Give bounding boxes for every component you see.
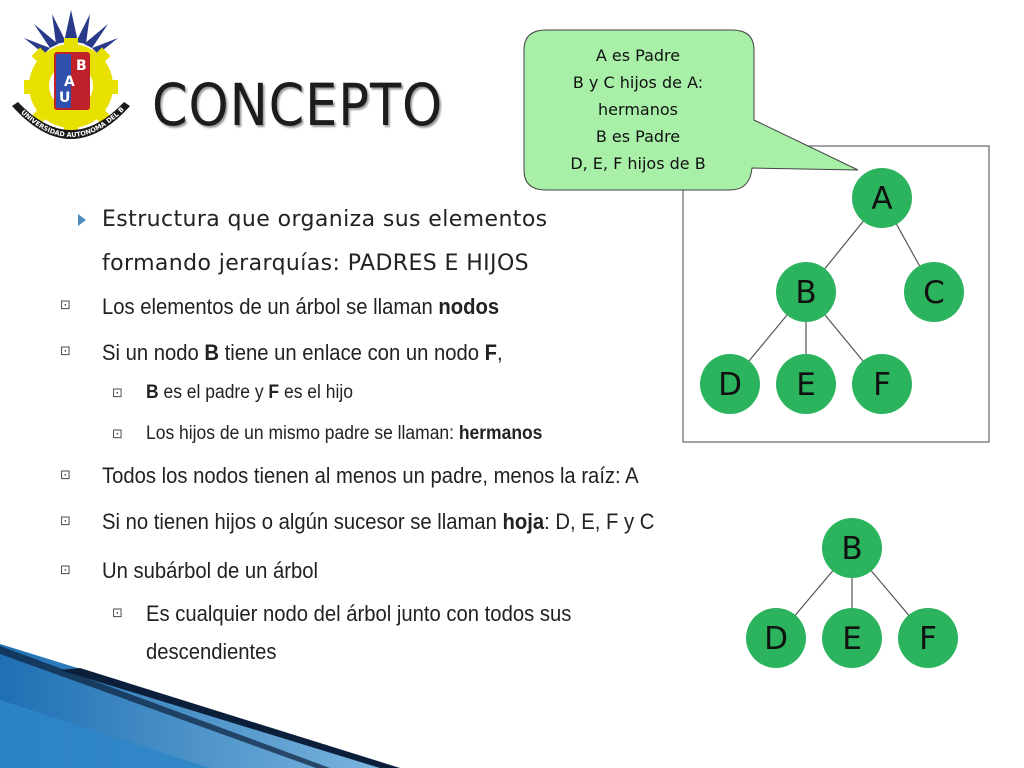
bullet-text-b4: B es el padre y F es el hijo [146, 382, 353, 403]
subtree-nodes: B D E F [746, 518, 958, 668]
tree-node-label: C [923, 275, 945, 311]
tree-node-d: D [700, 354, 760, 414]
subtree-node-circle [822, 608, 882, 668]
tree-node-circle [776, 262, 836, 322]
subtree-node-d: D [746, 608, 806, 668]
tree-node-circle [904, 262, 964, 322]
box-bullet-icon: ⊡ [112, 386, 123, 401]
box-bullet-icon: ⊡ [60, 514, 71, 529]
triangle-right-icon [78, 214, 86, 226]
subtree-node-circle [746, 608, 806, 668]
callout-line: hermanos [598, 100, 678, 119]
callout-line: B es Padre [595, 127, 681, 146]
university-logo: B A U UNIVERSIDAD AUTONOMA DEL BENI "JOS… [4, 2, 130, 139]
logo-ring-band [12, 102, 130, 139]
tree-node-label: A [871, 181, 892, 217]
tree-node-circle [776, 354, 836, 414]
subtree-node-label: F [919, 621, 937, 657]
callout-line: A es Padre [595, 46, 681, 65]
tree-nodes: A B C D E F [700, 168, 964, 414]
bullet-text-b9: Es cualquier nodo del árbol junto con to… [146, 601, 572, 626]
slide-title: CONCEPTO [152, 71, 444, 139]
logo-letter-a: A [64, 74, 75, 90]
tree-node-circle [852, 354, 912, 414]
tree-node-circle [700, 354, 760, 414]
bullet-text-b1-line2: formando jerarquías: PADRES E HIJOS [102, 251, 530, 276]
subtree-node-f: F [898, 608, 958, 668]
callout-line: D, E, F hijos de B [570, 154, 706, 173]
tree-node-circle [852, 168, 912, 228]
box-bullet-icon: ⊡ [112, 606, 123, 621]
tree-node-a: A [852, 168, 912, 228]
tree-node-e: E [776, 354, 836, 414]
callout-text: A es Padre B y C hijos de A: hermanos B … [520, 42, 756, 177]
tree-node-label: D [718, 367, 742, 403]
tree-node-c: C [904, 262, 964, 322]
box-bullet-icon: ⊡ [112, 427, 123, 442]
bullet-text-b3: Si un nodo B tiene un enlace con un nodo… [102, 340, 503, 365]
bullet-text-b6: Todos los nodos tienen al menos un padre… [102, 463, 639, 488]
logo-letter-b: B [76, 58, 87, 74]
subtree-node-label: D [764, 621, 788, 657]
subtree-node-e: E [822, 608, 882, 668]
box-bullet-icon: ⊡ [60, 298, 71, 313]
bullet-text-b9-line2: descendientes [146, 639, 277, 664]
subtree-node-label: E [842, 621, 862, 657]
box-bullet-icon: ⊡ [60, 563, 71, 578]
callout-bubble [523, 29, 859, 191]
tree-node-label: B [795, 275, 816, 311]
bullet-text-b5: Los hijos de un mismo padre se llaman: h… [146, 423, 543, 444]
logo-sun-rays [24, 10, 118, 54]
tree-node-f: F [852, 354, 912, 414]
subtree-node-circle [822, 518, 882, 578]
box-bullet-icon: ⊡ [60, 468, 71, 483]
subtree-node-b: B [822, 518, 882, 578]
box-bullet-icon: ⊡ [60, 344, 71, 359]
decorative-stripes [0, 644, 400, 768]
bullet-text-b1: Estructura que organiza sus elementos [102, 207, 548, 232]
subtree-node-label: B [841, 531, 862, 567]
tree-node-b: B [776, 262, 836, 322]
bullet-text-b8: Un subárbol de un árbol [102, 558, 319, 583]
subtree-node-circle [898, 608, 958, 668]
bullet-text-b7: Si no tienen hijos o algún sucesor se ll… [102, 509, 655, 534]
callout-line: B y C hijos de A: [572, 73, 704, 92]
tree-node-label: E [796, 367, 816, 403]
tree-node-label: F [873, 367, 891, 403]
logo-letter-u: U [59, 90, 70, 106]
bullet-text-b2: Los elementos de un árbol se llaman nodo… [102, 294, 500, 319]
